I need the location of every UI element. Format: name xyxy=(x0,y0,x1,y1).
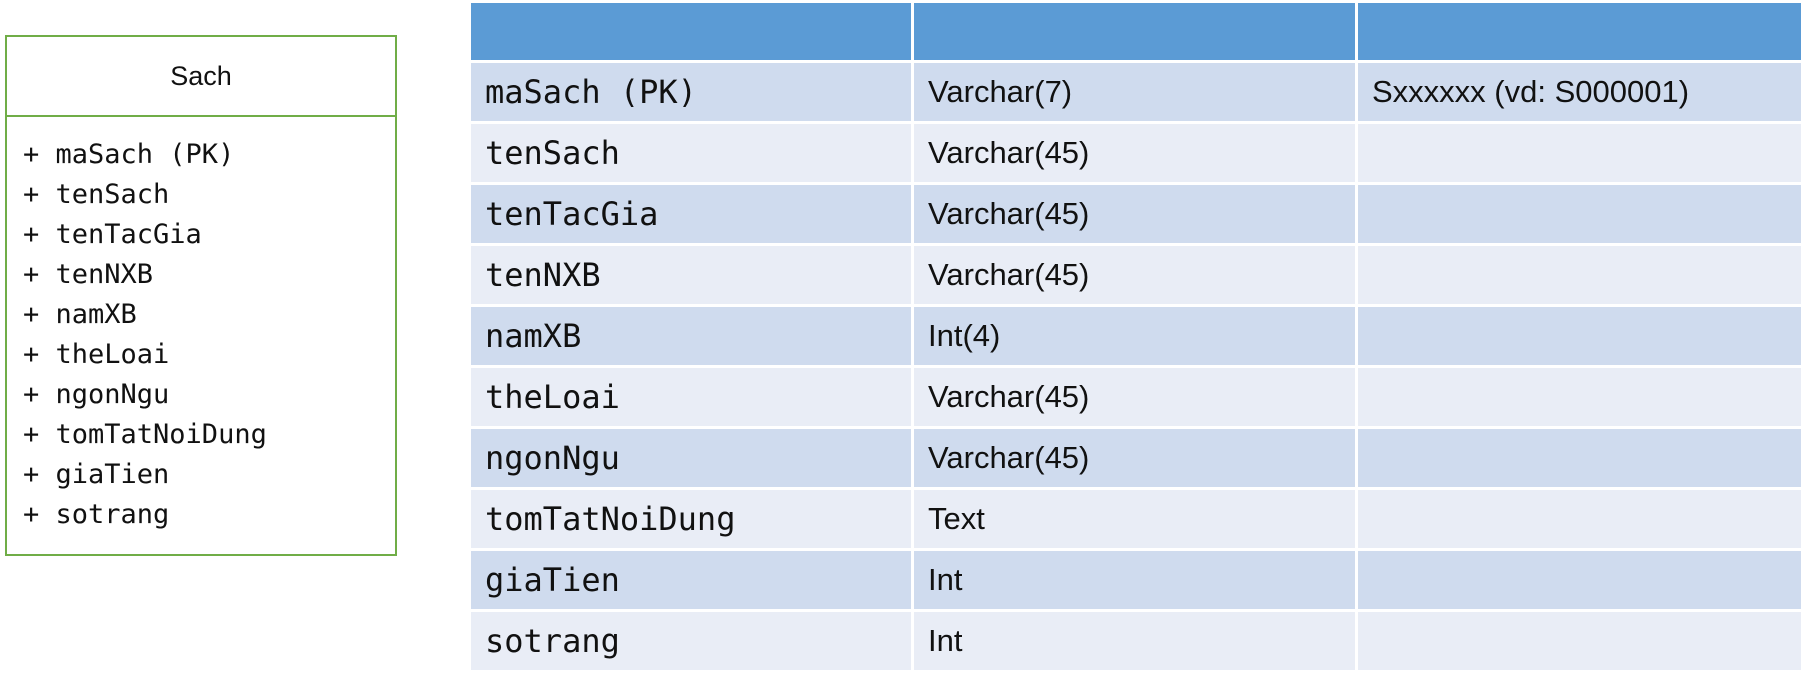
note-cell xyxy=(1358,612,1801,670)
note-cell xyxy=(1358,246,1801,304)
table-row: namXB Int(4) xyxy=(471,307,1801,365)
field-name-cell: theLoai xyxy=(471,368,911,426)
table-row: tenNXB Varchar(45) xyxy=(471,246,1801,304)
uml-class-box: Sach + maSach (PK) + tenSach + tenTacGia… xyxy=(5,35,397,556)
class-attribute: + tenNXB xyxy=(23,259,154,290)
data-type-cell: Varchar(45) xyxy=(914,368,1355,426)
class-attribute: + tenSach xyxy=(23,179,170,210)
table-header-row xyxy=(471,3,1801,60)
field-name-cell: maSach (PK) xyxy=(471,63,911,121)
note-cell xyxy=(1358,124,1801,182)
table-row: theLoai Varchar(45) xyxy=(471,368,1801,426)
note-cell xyxy=(1358,490,1801,548)
data-type-cell: Int xyxy=(914,551,1355,609)
table-row: ngonNgu Varchar(45) xyxy=(471,429,1801,487)
data-type-cell: Varchar(45) xyxy=(914,429,1355,487)
data-type-cell: Int(4) xyxy=(914,307,1355,365)
class-attribute: + tomTatNoiDung xyxy=(23,419,267,450)
data-type-cell: Varchar(45) xyxy=(914,124,1355,182)
table-row: maSach (PK) Varchar(7) Sxxxxxx (vd: S000… xyxy=(471,63,1801,121)
field-name-cell: sotrang xyxy=(471,612,911,670)
note-cell: Sxxxxxx (vd: S000001) xyxy=(1358,63,1801,121)
data-type-cell: Int xyxy=(914,612,1355,670)
note-cell xyxy=(1358,368,1801,426)
class-attribute: + theLoai xyxy=(23,339,170,370)
field-name-cell: tenSach xyxy=(471,124,911,182)
field-name-cell: tomTatNoiDung xyxy=(471,490,911,548)
table-row: sotrang Int xyxy=(471,612,1801,670)
field-name-cell: tenTacGia xyxy=(471,185,911,243)
table-row: tomTatNoiDung Text xyxy=(471,490,1801,548)
field-name-cell: namXB xyxy=(471,307,911,365)
data-type-cell: Varchar(45) xyxy=(914,185,1355,243)
header-cell xyxy=(914,3,1355,60)
header-cell xyxy=(1358,3,1801,60)
data-type-cell: Varchar(45) xyxy=(914,246,1355,304)
field-name-cell: ngonNgu xyxy=(471,429,911,487)
data-type-cell: Text xyxy=(914,490,1355,548)
class-attribute: + sotrang xyxy=(23,499,170,530)
class-attributes: + maSach (PK) + tenSach + tenTacGia + te… xyxy=(7,117,395,535)
class-attribute: + maSach (PK) xyxy=(23,139,235,170)
class-attribute: + namXB xyxy=(23,299,137,330)
note-cell xyxy=(1358,307,1801,365)
table-row: giaTien Int xyxy=(471,551,1801,609)
field-name-cell: tenNXB xyxy=(471,246,911,304)
note-cell xyxy=(1358,429,1801,487)
note-cell xyxy=(1358,551,1801,609)
table-row: tenSach Varchar(45) xyxy=(471,124,1801,182)
schema-table: maSach (PK) Varchar(7) Sxxxxxx (vd: S000… xyxy=(468,0,1804,673)
class-attribute: + giaTien xyxy=(23,459,170,490)
class-name: Sach xyxy=(7,37,395,117)
data-type-cell: Varchar(7) xyxy=(914,63,1355,121)
field-name-cell: giaTien xyxy=(471,551,911,609)
class-attribute: + tenTacGia xyxy=(23,219,202,250)
note-cell xyxy=(1358,185,1801,243)
header-cell xyxy=(471,3,911,60)
class-attribute: + ngonNgu xyxy=(23,379,170,410)
table-row: tenTacGia Varchar(45) xyxy=(471,185,1801,243)
